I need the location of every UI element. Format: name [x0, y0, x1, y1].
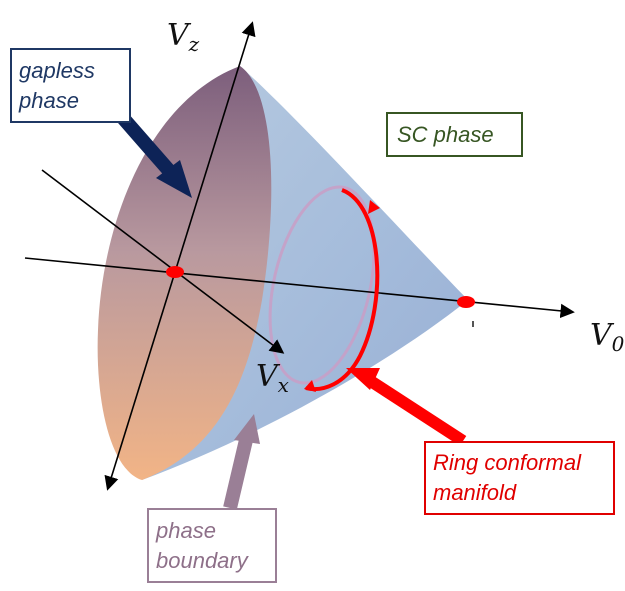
- apex-dot: [457, 296, 475, 308]
- ring-arrow-shaft: [362, 372, 467, 447]
- gapless-arrow-shaft: [117, 113, 178, 179]
- small-tick-mark: [472, 321, 474, 327]
- boundary-arrow-shaft: [223, 438, 253, 510]
- vz-axis-label: Vz: [167, 18, 200, 56]
- vz-axis: [104, 21, 256, 491]
- ring-back-trace: [268, 185, 376, 385]
- v0-axis-label: V0: [590, 318, 625, 356]
- ring-conformal-manifold: [305, 188, 380, 391]
- sc-phase-box: [386, 112, 523, 157]
- sc-phase-label: SC phase: [397, 122, 494, 147]
- ring-manifold-label-line2: manifold: [433, 480, 517, 505]
- boundary-arrow-head-icon: [234, 414, 260, 444]
- origin-dot: [166, 266, 184, 278]
- ring-arrow-head-icon: [346, 368, 380, 390]
- ring-manifold-box: [424, 441, 615, 515]
- gapless-phase-box: [10, 48, 131, 123]
- vx-axis: [41, 169, 285, 354]
- ring-arrow-bottom-icon: [304, 380, 316, 392]
- phase-boundary-box: [147, 508, 277, 583]
- phase-boundary-label: phase: [155, 518, 216, 543]
- gapless-phase-label: gapless: [19, 58, 95, 83]
- ring-manifold-label: Ring conformal: [433, 450, 582, 475]
- v0-axis: [24, 257, 575, 319]
- vx-axis-label: Vx: [256, 359, 289, 397]
- gapless-phase-label-line2: phase: [18, 88, 79, 113]
- phase-boundary-label-line2: boundary: [156, 548, 250, 573]
- ring-arrow-top-icon: [368, 200, 380, 214]
- gapless-arrow-head-icon: [156, 160, 192, 198]
